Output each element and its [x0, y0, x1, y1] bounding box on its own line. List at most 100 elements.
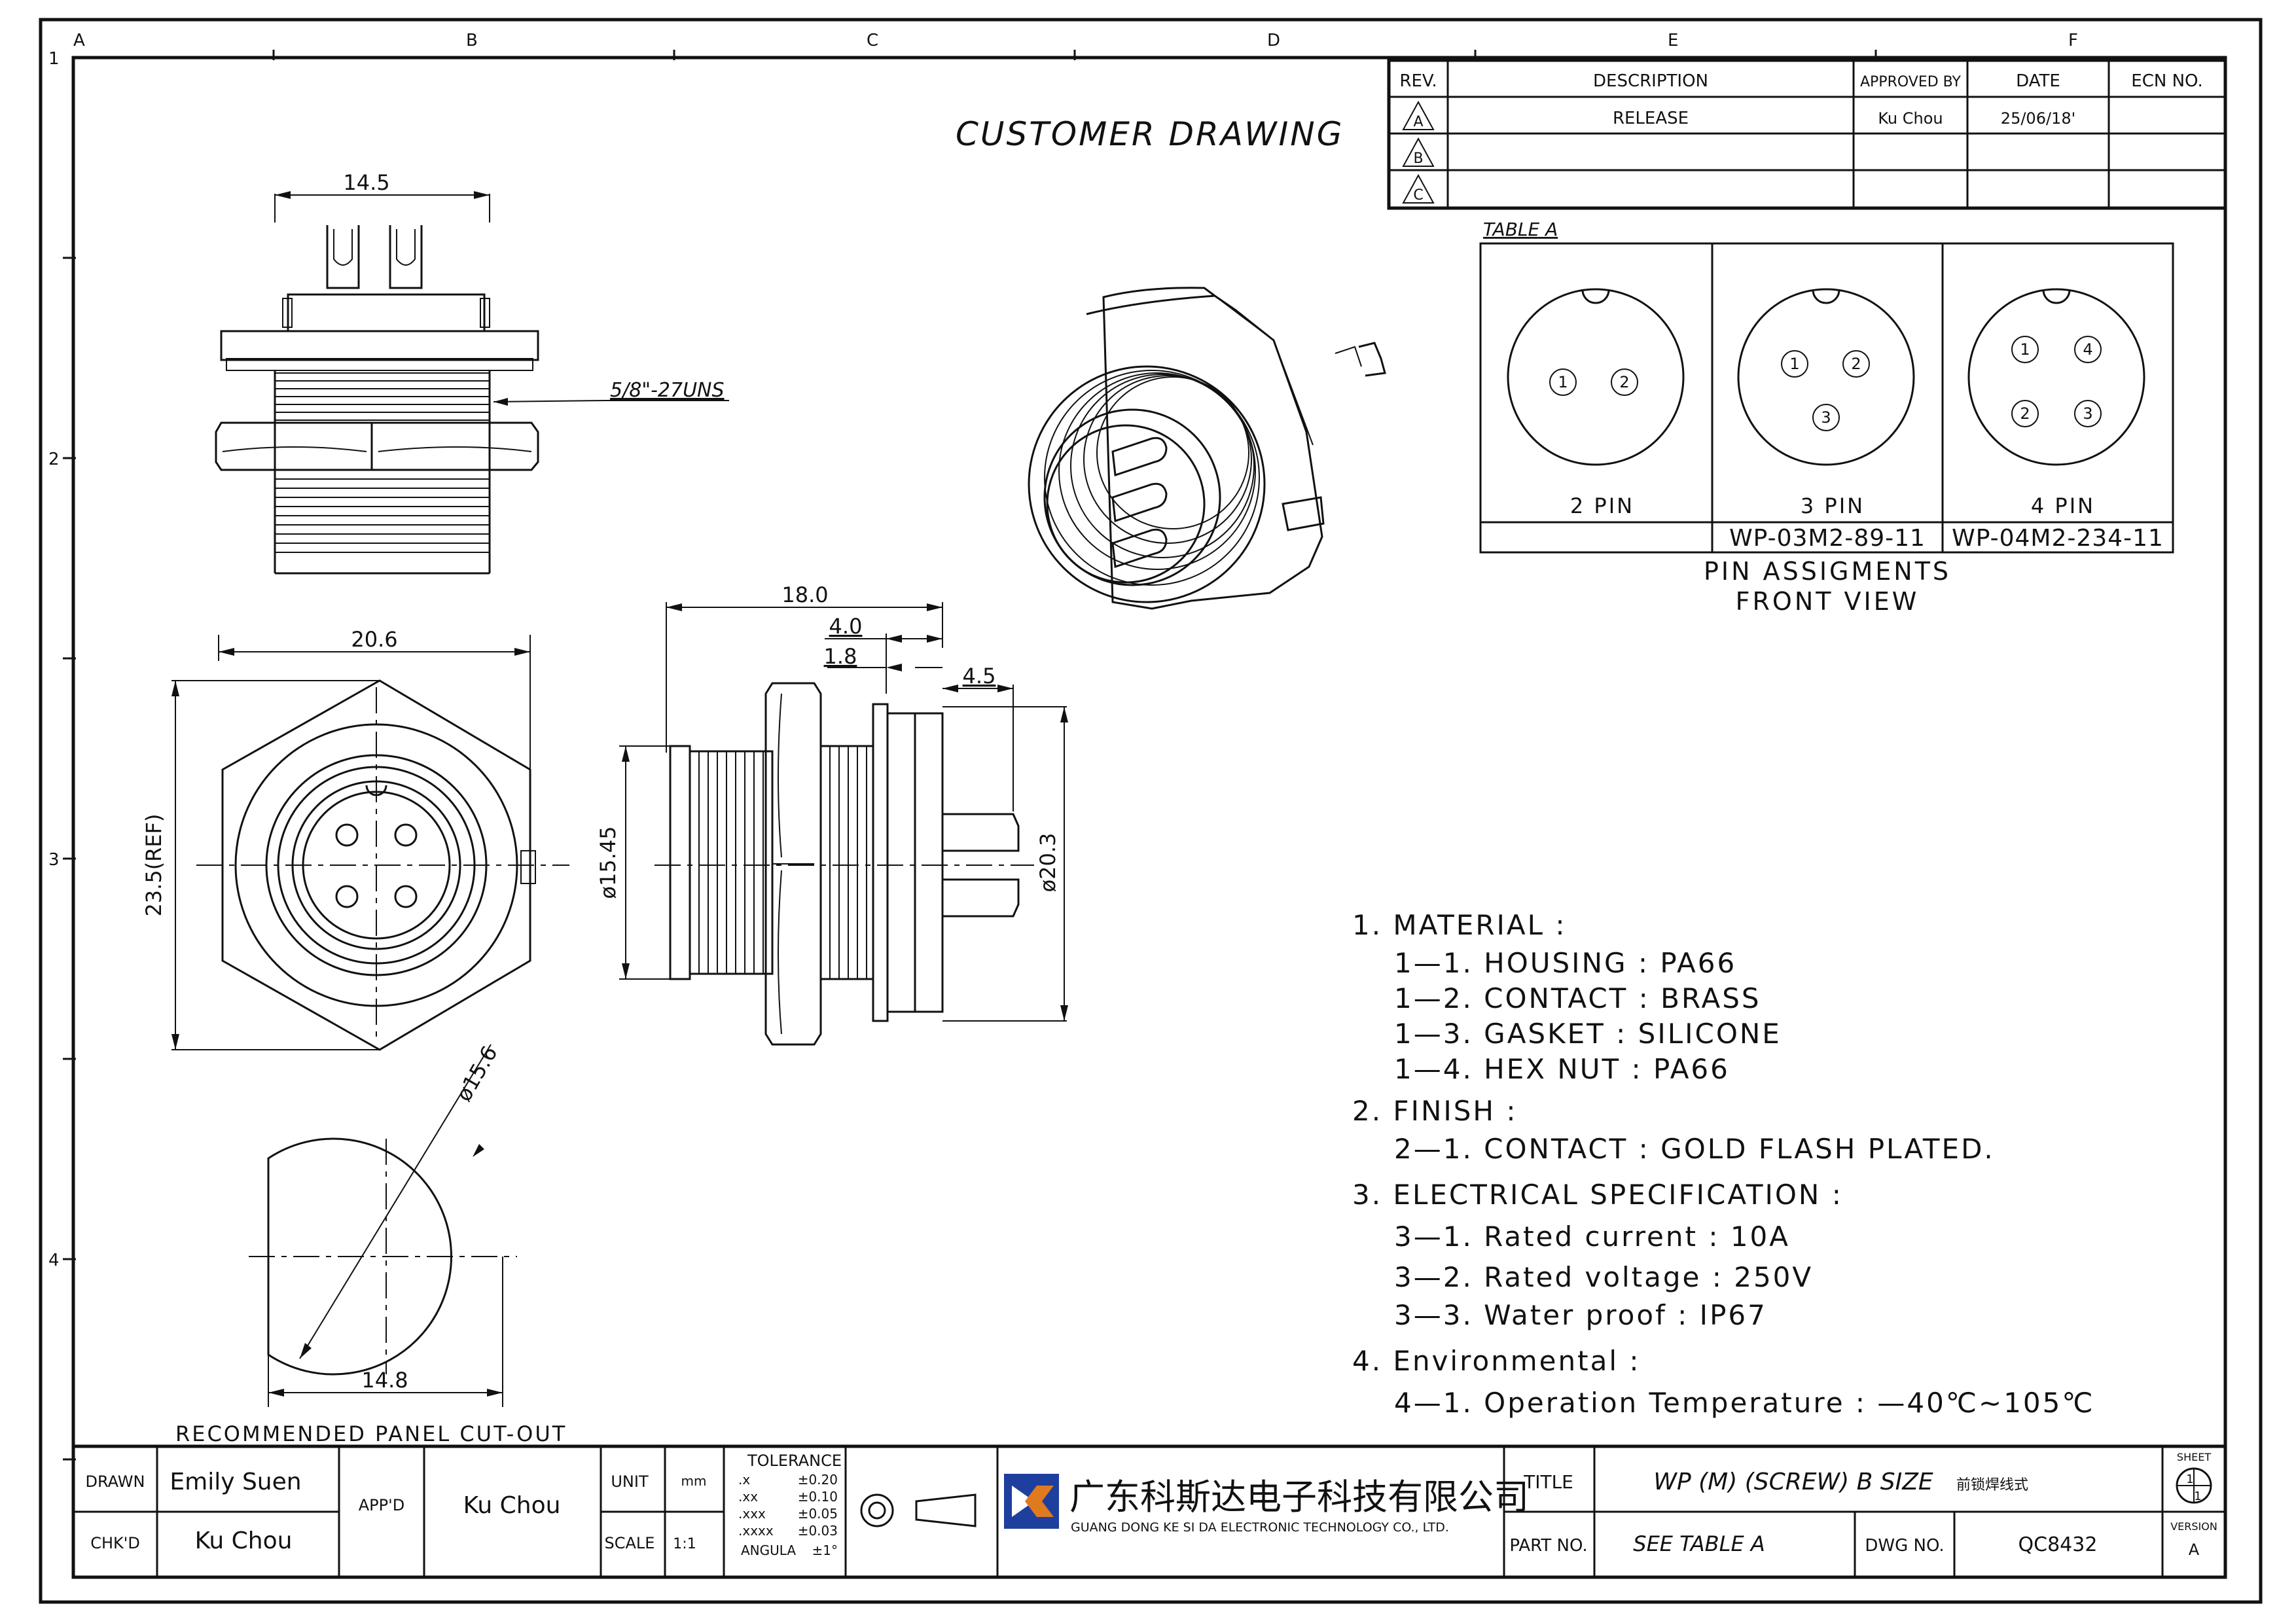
note-line: 4—1. Operation Temperature : —40℃~105℃	[1394, 1387, 2095, 1419]
drawing-title: CUSTOMER DRAWING	[956, 115, 1344, 153]
notes: 1. MATERIAL : 1—1. HOUSING : PA66 1—2. C…	[1352, 909, 2095, 1419]
company-name-cn: 广东科斯达电子科技有限公司	[1069, 1476, 1529, 1518]
grid-col-f: F	[2068, 31, 2078, 50]
dim-side-dia-right: ø20.3	[1035, 833, 1060, 893]
drawn-label: DRAWN	[86, 1472, 145, 1491]
tolerance-key: .xxx	[738, 1506, 766, 1522]
note-line: 1—1. HOUSING : PA66	[1394, 947, 1736, 979]
chkd-value: Ku Chou	[195, 1527, 293, 1554]
dwgno-value: QC8432	[2018, 1533, 2098, 1556]
pin3-1: 1	[1789, 355, 1799, 373]
date-header: DATE	[2016, 71, 2060, 91]
note-line: 3—3. Water proof : IP67	[1394, 1299, 1767, 1331]
partno-value: SEE TABLE A	[1633, 1531, 1765, 1556]
note-line: 2. FINISH :	[1352, 1095, 1518, 1127]
note-line: 3. ELECTRICAL SPECIFICATION :	[1352, 1179, 1843, 1211]
pin-table	[1479, 242, 2174, 554]
grid-col-c: C	[867, 31, 878, 50]
note-line: 1—3. GASKET : SILICONE	[1394, 1018, 1782, 1050]
title-value: WP (M) (SCREW) B SIZE	[1653, 1469, 1933, 1495]
pin4-4: 4	[2083, 340, 2092, 359]
grid-col-e: E	[1668, 31, 1678, 50]
front-view	[171, 635, 569, 1051]
version-value: A	[2189, 1541, 2200, 1559]
table-a-label: TABLE A	[1483, 219, 1558, 240]
note-line: 3—1. Rated current : 10A	[1394, 1221, 1790, 1253]
tolerance-value: ±1°	[812, 1543, 838, 1558]
unit-value: mm	[681, 1473, 707, 1489]
chkd-label: CHK'D	[90, 1534, 140, 1552]
company-name-en: GUANG DONG KE SI DA ELECTRONIC TECHNOLOG…	[1071, 1520, 1449, 1535]
sheet-number: 1	[2186, 1472, 2193, 1486]
note-line: 1—2. CONTACT : BRASS	[1394, 982, 1761, 1014]
dim-cutout-dia: ø15.6	[451, 1042, 502, 1106]
isometric-view	[1028, 287, 1386, 610]
sheet-label: SHEET	[2177, 1451, 2211, 1463]
pin-caption-1: PIN ASSIGMENTS	[1704, 557, 1951, 586]
rev-c: C	[1413, 187, 1423, 204]
note-line: 3—2. Rated voltage : 250V	[1394, 1261, 1813, 1293]
version-label: VERSION	[2170, 1520, 2217, 1533]
tolerance-title: TOLERANCE	[747, 1452, 842, 1470]
dwgno-label: DWG NO.	[1865, 1536, 1944, 1556]
appd-value: Ku Chou	[463, 1492, 561, 1519]
pin-part-4: WP-04M2-234-11	[1952, 525, 2164, 552]
cutout-label: RECOMMENDED PANEL CUT-OUT	[175, 1421, 567, 1446]
note-line: 4. Environmental :	[1352, 1345, 1641, 1377]
tolerance-key: .x	[738, 1472, 750, 1488]
grid-row-1: 1	[48, 49, 60, 69]
outer-border	[39, 18, 2263, 1604]
pin4-2: 2	[2020, 404, 2030, 423]
tolerance-value: ±0.10	[798, 1489, 838, 1505]
rev-a-description: RELEASE	[1613, 109, 1689, 128]
sheet-total: 1	[2194, 1489, 2201, 1503]
company-logo	[1004, 1474, 1059, 1529]
pin-name-2: 2 PIN	[1570, 493, 1634, 518]
tolerance-value: ±0.03	[798, 1523, 838, 1539]
grid-col-d: D	[1267, 31, 1280, 50]
tolerance-value: ±0.20	[798, 1472, 838, 1488]
dim-side-1-8: 1.8	[824, 644, 857, 669]
tolerance-key: .xx	[738, 1489, 758, 1505]
scale-value: 1:1	[673, 1536, 696, 1552]
note-line: 1. MATERIAL :	[1352, 909, 1567, 941]
tolerance-key: .xxxx	[738, 1523, 774, 1539]
pin-caption-2: FRONT VIEW	[1736, 587, 1920, 616]
appd-label: APP'D	[359, 1496, 404, 1514]
rev-b: B	[1413, 151, 1423, 167]
dim-hex-height: 23.5(REF)	[141, 813, 166, 916]
dim-side-length: 18.0	[781, 582, 828, 607]
dim-hex-width: 20.6	[351, 627, 397, 652]
drawn-value: Emily Suen	[170, 1469, 301, 1495]
inner-border	[71, 56, 2227, 1579]
grid-col-b: B	[466, 31, 478, 50]
dim-cutout-width: 14.8	[361, 1368, 408, 1393]
unit-label: UNIT	[611, 1472, 649, 1491]
grid-row-2: 2	[48, 450, 60, 469]
pin4-1: 1	[2020, 340, 2030, 359]
cutout-view	[249, 1044, 517, 1407]
top-view	[215, 191, 729, 575]
tolerance-key: ANGULA	[741, 1543, 796, 1558]
approved-header: APPROVED BY	[1860, 74, 1962, 90]
rev-a-date: 25/06/18'	[2001, 109, 2075, 128]
note-line: 2—1. CONTACT : GOLD FLASH PLATED.	[1394, 1133, 1995, 1165]
ecn-header: ECN NO.	[2131, 71, 2202, 91]
dim-side-4-5: 4.5	[963, 664, 996, 688]
revision-table	[1387, 58, 2227, 210]
rev-a: A	[1413, 114, 1423, 130]
pin4-3: 3	[2083, 404, 2092, 423]
title-label: TITLE	[1523, 1471, 1573, 1493]
rev-header: REV.	[1399, 71, 1437, 91]
title-block	[71, 1444, 2227, 1579]
dim-top-width: 14.5	[343, 170, 389, 195]
title-cn: 前锁焊线式	[1956, 1477, 2028, 1493]
pin-part-3: WP-03M2-89-11	[1729, 525, 1926, 552]
grid-col-a: A	[73, 31, 85, 50]
grid-ticks	[63, 50, 1877, 1461]
rev-a-approved: Ku Chou	[1878, 109, 1943, 128]
partno-label: PART NO.	[1509, 1536, 1587, 1556]
pin3-3: 3	[1821, 408, 1831, 427]
tolerance-value: ±0.05	[798, 1506, 838, 1522]
